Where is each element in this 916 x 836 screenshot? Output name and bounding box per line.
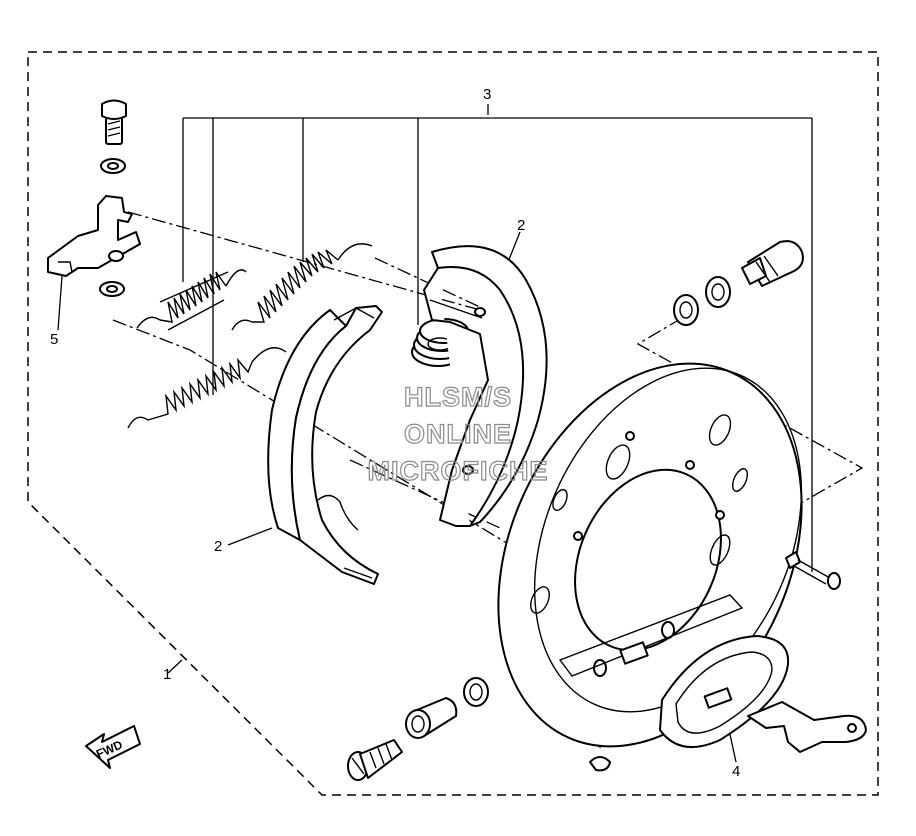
callout-2-upper: 2: [517, 217, 525, 234]
lever-part-4: [747, 701, 867, 753]
watermark-line-2: ONLINE: [404, 419, 512, 449]
callout-3: 3: [483, 86, 491, 103]
watermark: HLSM/S ONLINE MICROFICHE: [367, 381, 549, 486]
washer-top: [100, 158, 126, 174]
bolt-top: [101, 99, 127, 145]
bolt-lower: [347, 739, 403, 781]
watermark-line-1: HLSM/S: [404, 382, 512, 412]
assembly-boundary: [27, 51, 879, 796]
adjuster-right: [673, 240, 804, 326]
watermark-line-3: MICROFICHE: [368, 456, 549, 486]
pin-right: [785, 551, 841, 590]
spring-upper-left: [136, 269, 247, 331]
callout-numbers: 1 2 2 3 4 5: [50, 86, 740, 780]
spring-lower: [127, 347, 287, 429]
washer-bottom: [99, 281, 125, 297]
brake-shoe-upper: [423, 245, 548, 527]
dust-cover-part-4: [659, 635, 790, 748]
e-clip: [589, 756, 611, 772]
washer-lower: [463, 677, 489, 707]
callout-2-lower: 2: [214, 538, 222, 555]
nut-lower: [405, 697, 458, 739]
callout-5: 5: [50, 331, 58, 348]
fwd-arrow: FWD: [85, 725, 141, 769]
callout-4: 4: [732, 763, 740, 780]
brake-shoe-lower: [267, 305, 383, 585]
spring-upper-middle: [231, 243, 373, 331]
callout-1: 1: [163, 666, 171, 683]
lever-part-5: [47, 195, 141, 277]
